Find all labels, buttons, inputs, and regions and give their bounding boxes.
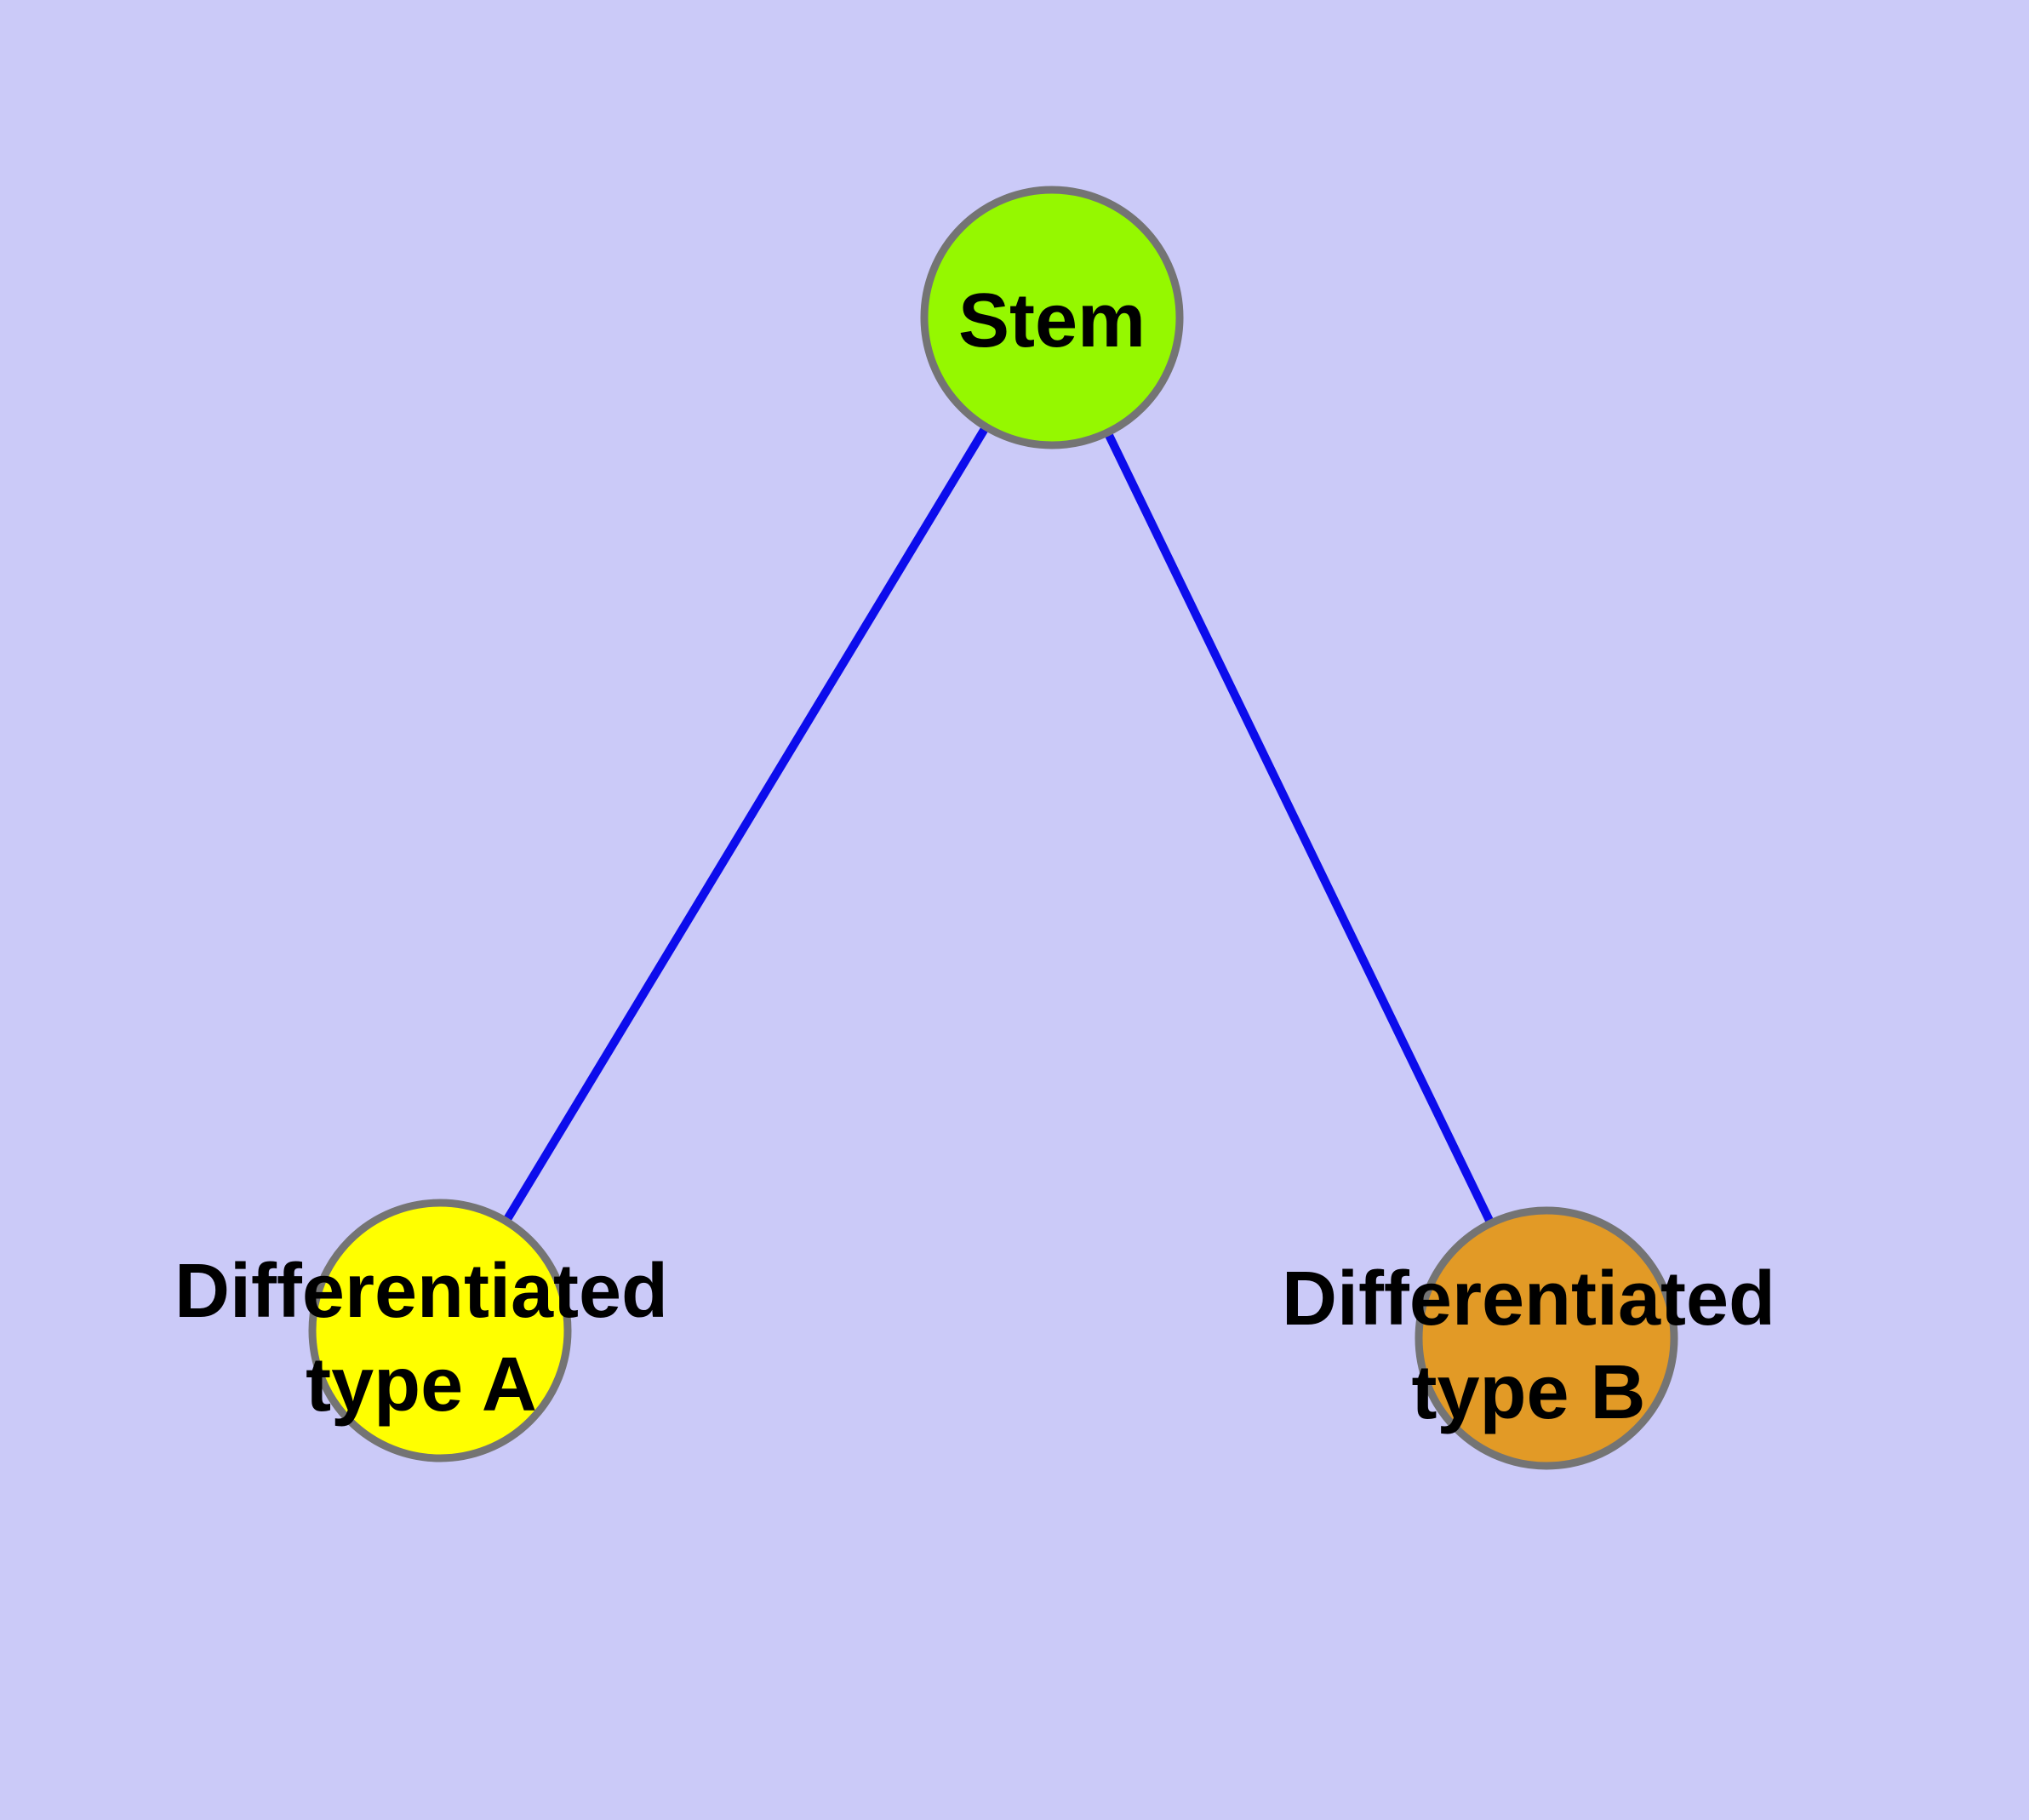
- node-differentiated-type-a-label-line2: type A: [306, 1342, 537, 1428]
- node-stem: Stem: [920, 186, 1184, 449]
- node-stem-label: Stem: [958, 278, 1146, 363]
- node-differentiated-type-a: Differentiated type A: [174, 1199, 668, 1462]
- edge-group: [436, 315, 1551, 1341]
- edge-stem-to-type-a: [436, 315, 1056, 1333]
- node-differentiated-type-b-label-line2: type B: [1411, 1350, 1645, 1435]
- node-differentiated-type-b: Differentiated type B: [1282, 1206, 1775, 1470]
- node-differentiated-type-a-circle: [308, 1199, 572, 1462]
- edge-stem-to-type-b: [1048, 315, 1551, 1341]
- node-differentiated-type-a-label-line1: Differentiated: [174, 1249, 668, 1334]
- node-differentiated-type-b-circle: [1415, 1206, 1678, 1470]
- node-stem-circle: [920, 186, 1184, 449]
- node-differentiated-type-b-label-line1: Differentiated: [1282, 1256, 1775, 1342]
